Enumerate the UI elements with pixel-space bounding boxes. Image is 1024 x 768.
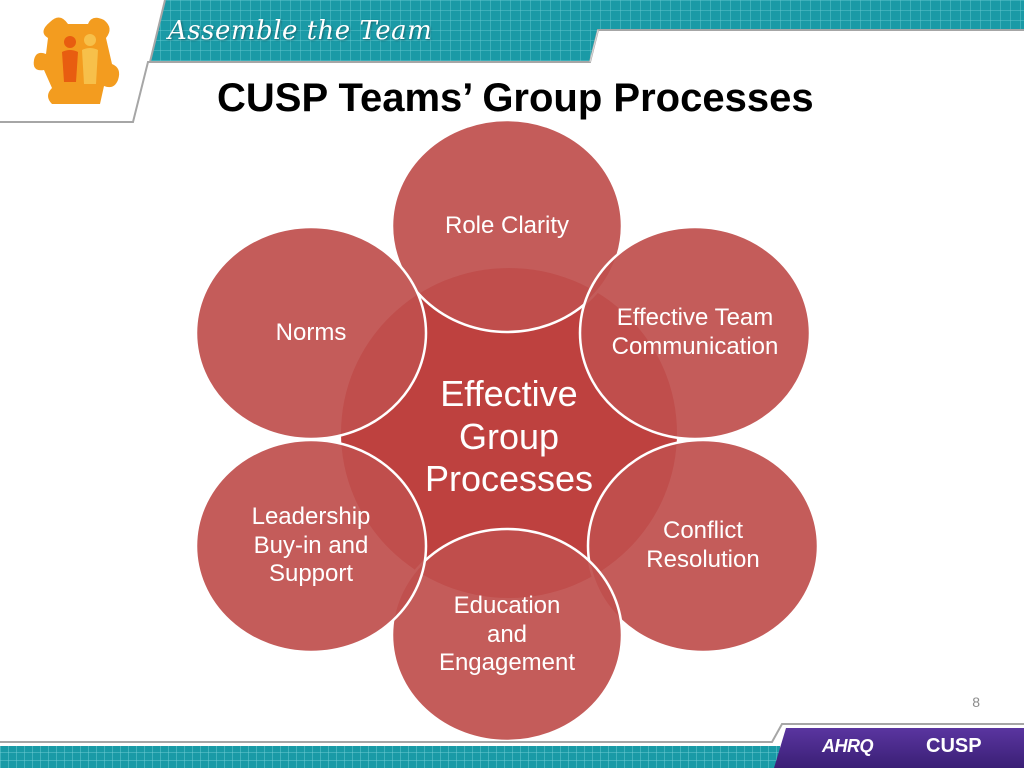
ahrq-logo: AHRQ (822, 736, 874, 756)
norms-label: Norms (275, 318, 347, 346)
footer-banner (0, 723, 1024, 768)
section-label: Assemble the Team (168, 16, 433, 46)
role-clarity-label: Role Clarity (444, 211, 570, 239)
page-number: 8 (972, 694, 980, 710)
norms-circle (194, 225, 428, 441)
header-banner (0, 0, 1024, 123)
role-clarity-circle (390, 118, 624, 334)
slide-title: CUSP Teams’ Group Processes (217, 76, 814, 120)
cusp-logo: CUSP (926, 735, 982, 757)
puzzle-people-icon (33, 17, 120, 105)
conflict-resolution-circle (586, 438, 820, 654)
